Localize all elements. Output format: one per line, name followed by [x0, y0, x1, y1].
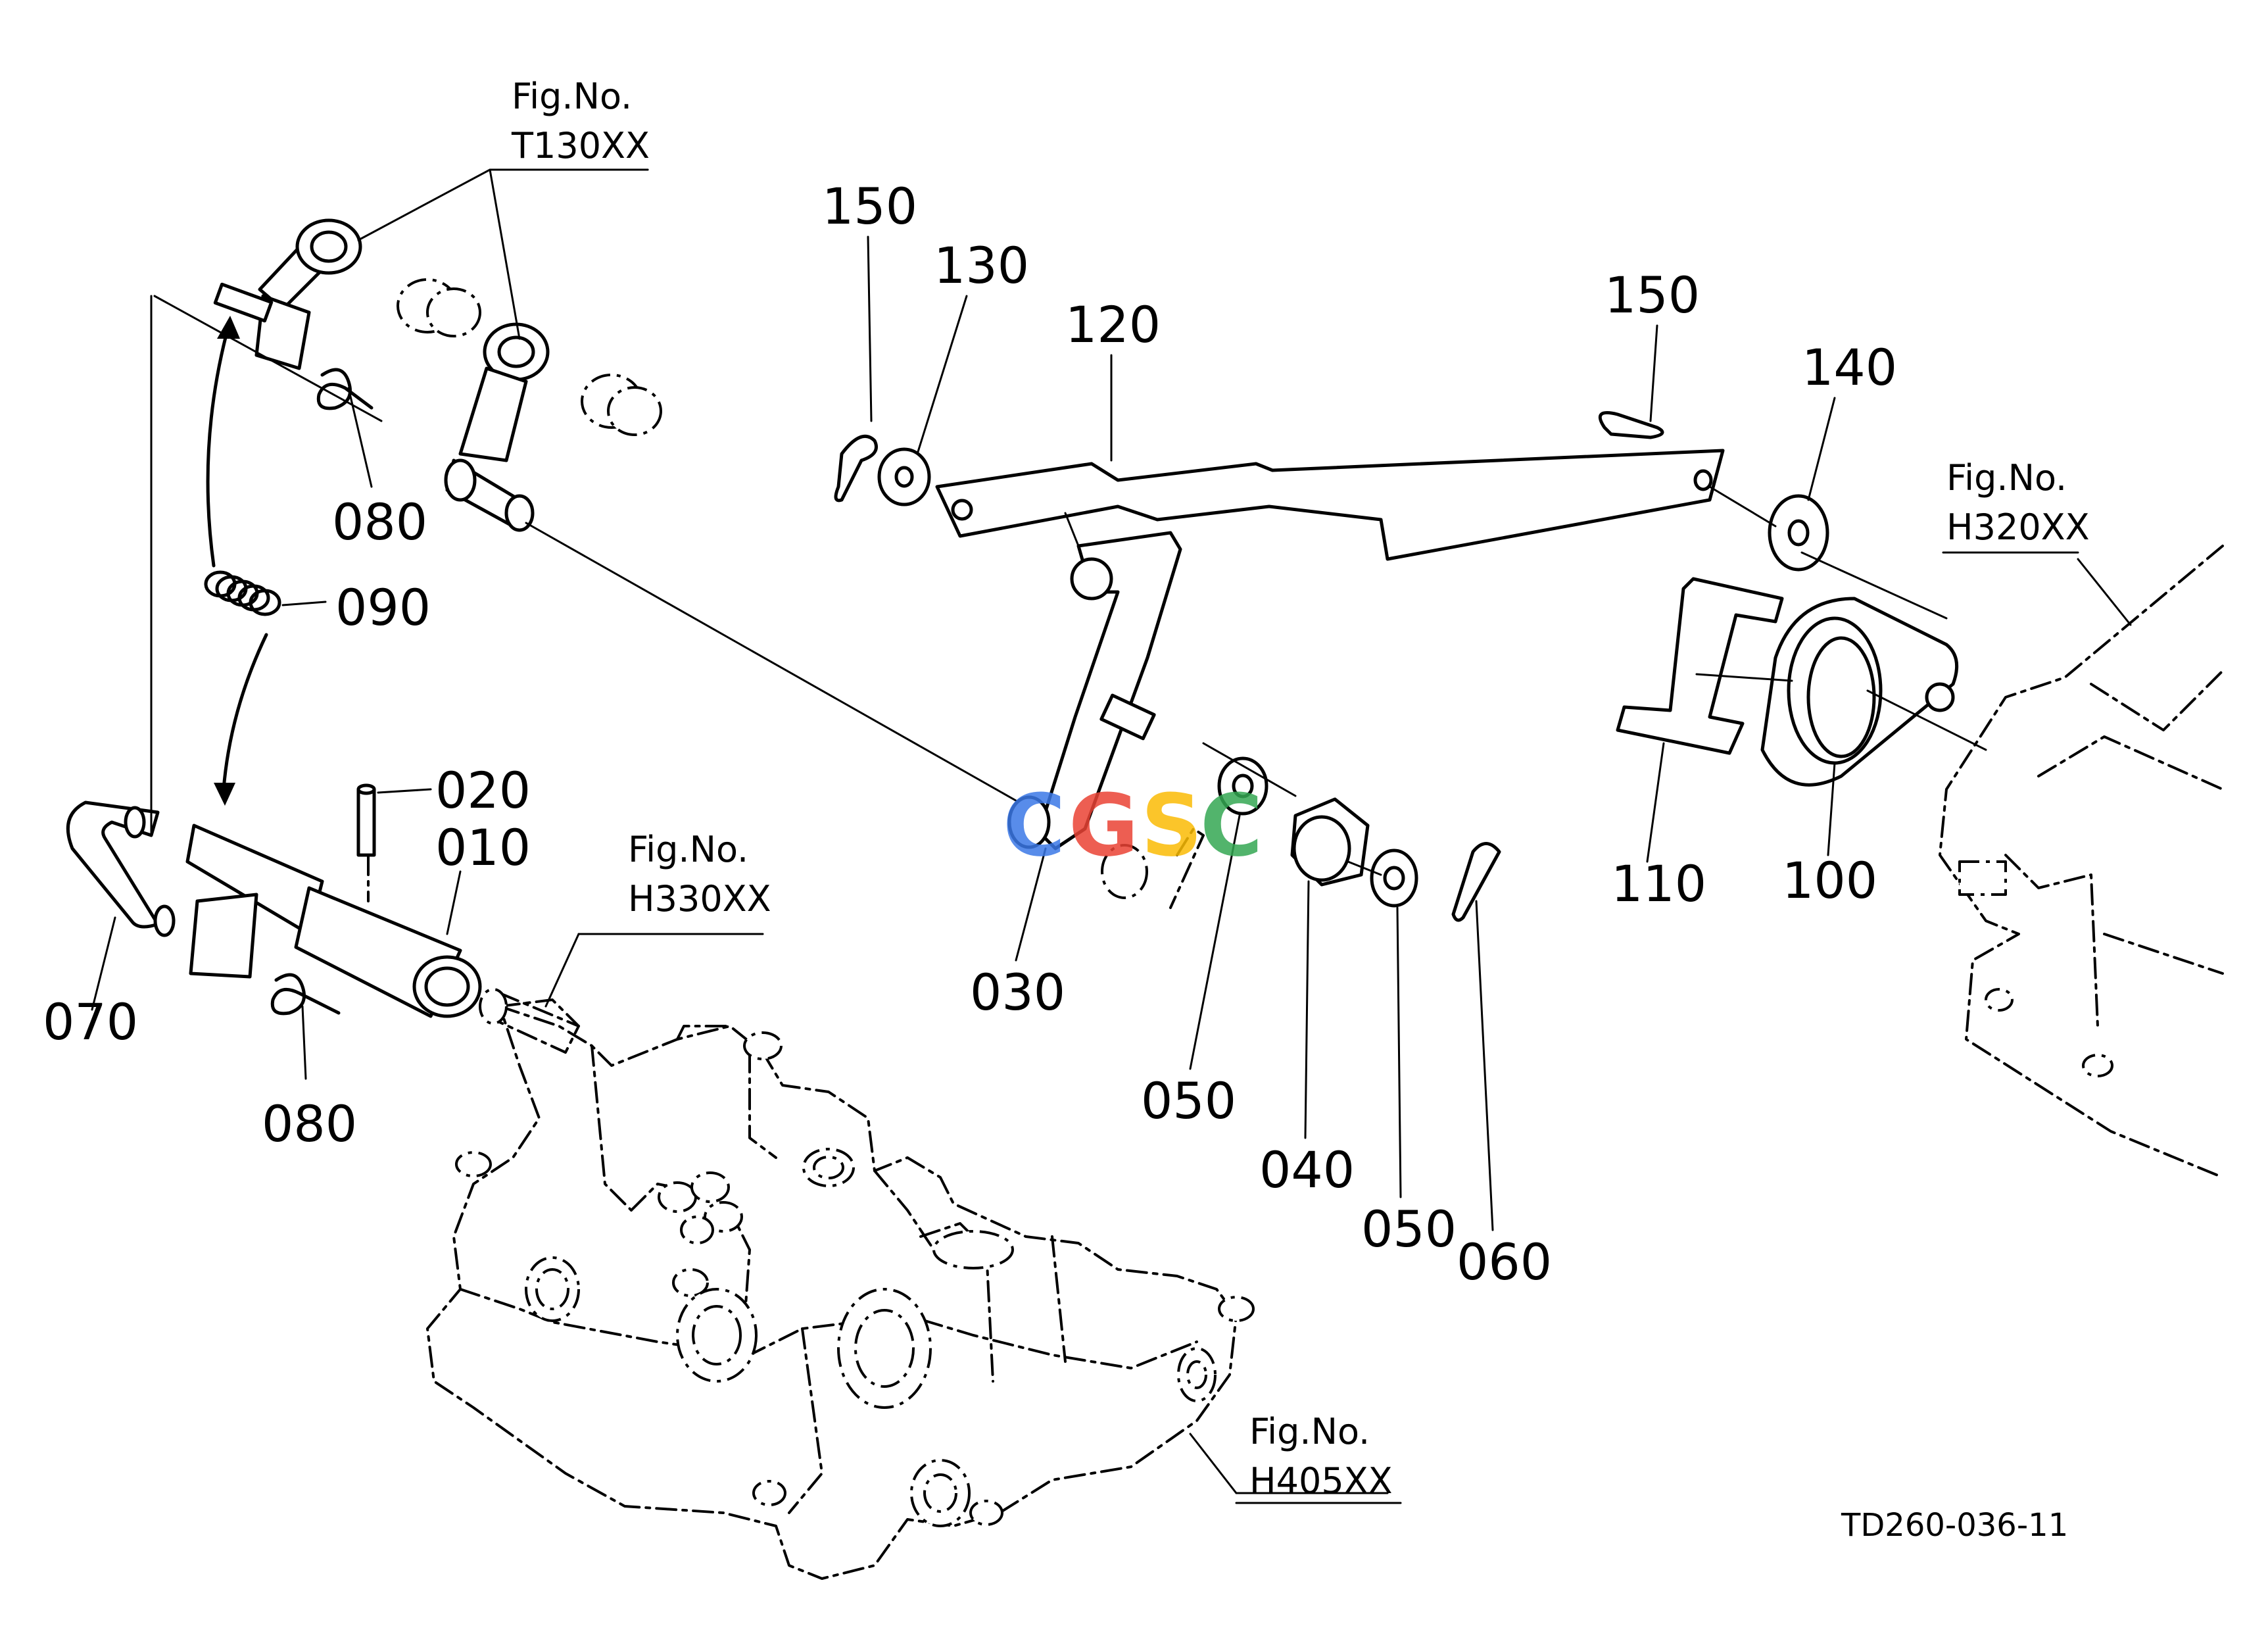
- handle-rod: [66, 295, 176, 1011]
- upper-linkage-assembly: [153, 168, 1021, 804]
- part-label-120: 120: [1065, 295, 1161, 354]
- part-label-050-left: 050: [1141, 1071, 1236, 1130]
- part-label-110: 110: [1611, 854, 1706, 913]
- assembly-arrows: [206, 316, 268, 806]
- part-label-080-lower: 080: [262, 1094, 357, 1153]
- fig-ref-h320-code: H320XX: [1946, 506, 2090, 548]
- part-label-140: 140: [1802, 338, 1897, 397]
- part-label-010: 010: [435, 818, 531, 877]
- right-housing-reference: [1939, 545, 2224, 1179]
- fig-ref-h320-caption: Fig.No.: [1946, 457, 2067, 499]
- lever-and-link-assembly: [834, 411, 1829, 922]
- hairpin-clip-upper: [316, 368, 374, 488]
- part-label-130: 130: [934, 236, 1029, 295]
- drawing-number: TD260-036-11: [1841, 1507, 2068, 1544]
- fig-ref-t130-caption: Fig.No.: [512, 76, 632, 117]
- watermark-letter-g: G: [1069, 775, 1139, 875]
- watermark-letter-c1: C: [1003, 775, 1065, 875]
- hairpin-clip-lower: [270, 973, 341, 1080]
- fig-ref-h330-code: H330XX: [628, 878, 771, 920]
- fig-ref-h405-caption: Fig.No.: [1249, 1411, 1370, 1452]
- lift-arm-shaft: [185, 783, 482, 1018]
- part-label-040: 040: [1259, 1141, 1355, 1199]
- part-label-150-right: 150: [1604, 266, 1700, 324]
- part-label-030: 030: [970, 963, 1065, 1021]
- part-label-050-right: 050: [1361, 1200, 1457, 1258]
- cgsc-watermark: C G S C: [1003, 775, 1263, 875]
- part-label-100: 100: [1782, 851, 1877, 910]
- fig-ref-t130: Fig.No. T130XX: [506, 76, 650, 171]
- part-label-150-left: 150: [822, 177, 917, 235]
- valve-body-reference: [426, 933, 1389, 1580]
- sector-and-guide: [1616, 551, 1987, 863]
- part-label-080-upper: 080: [332, 493, 427, 551]
- fig-ref-t130-code: T130XX: [511, 125, 650, 166]
- torsion-spring: [204, 570, 327, 616]
- fig-ref-h320: Fig.No. H320XX: [1942, 457, 2090, 554]
- fig-ref-h330: Fig.No. H330XX: [577, 829, 771, 935]
- fig-ref-h405: Fig.No. H405XX: [1235, 1411, 1402, 1504]
- fig-ref-h405-code: H405XX: [1249, 1460, 1393, 1502]
- watermark-letter-c2: C: [1200, 775, 1263, 875]
- part-callouts: 150 130 120 150 140 080 090 020 010 070 …: [43, 177, 1897, 1291]
- part-label-020: 020: [435, 761, 531, 820]
- part-label-060: 060: [1457, 1233, 1552, 1291]
- part-label-070: 070: [43, 993, 138, 1051]
- watermark-letter-s: S: [1141, 775, 1203, 875]
- fig-ref-h330-caption: Fig.No.: [628, 829, 748, 870]
- part-label-090: 090: [335, 578, 431, 637]
